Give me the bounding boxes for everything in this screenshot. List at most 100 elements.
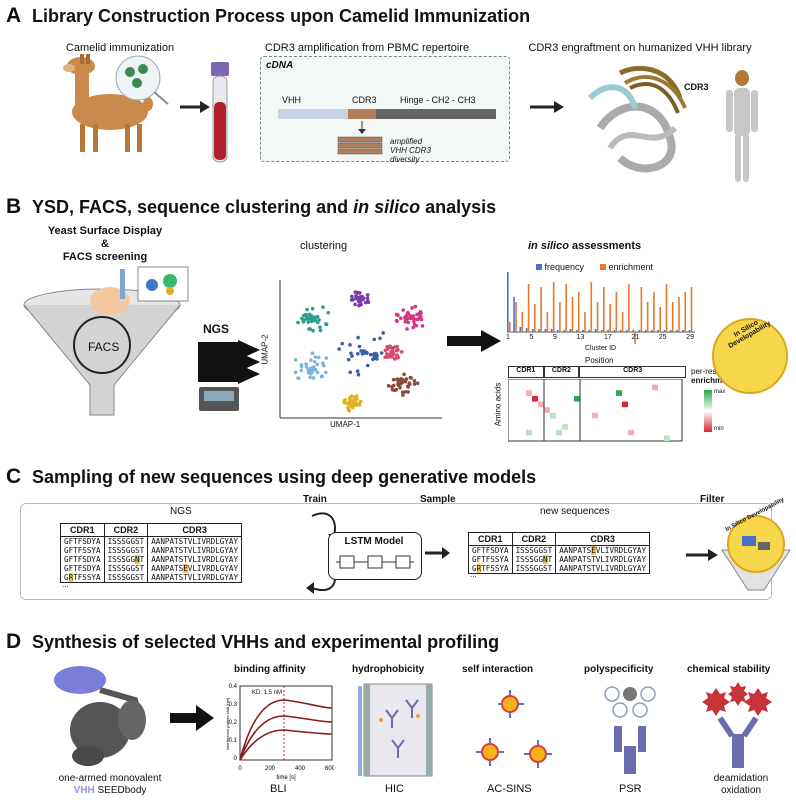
umap-point [310,314,314,318]
enrichment-bar [628,284,630,332]
umap-point [311,376,316,380]
frequency-bar [638,330,641,332]
umap-point [404,377,409,381]
lstm-label: LSTM Model [344,536,404,547]
umap-point [326,310,330,315]
enrichment-bar [527,284,530,332]
umap-point [398,385,402,390]
umap-point [372,337,377,342]
bli-y-tick: 0 [234,756,238,762]
umap-point [392,357,397,361]
umap-point [416,317,420,321]
umap-point [322,363,326,368]
heatmap-cell [622,401,628,408]
frequency-bar [582,330,584,332]
umap-point [400,390,405,395]
ngs-seq-label: NGS [170,506,192,517]
enrichment-bar [565,284,567,332]
frequency-bar [532,329,534,332]
enrichment-bar [609,304,611,332]
filter-funnel-badge [721,515,791,591]
umap-point [359,302,363,307]
oxidation-label: oxidation [720,785,762,796]
umap-point [310,351,315,356]
frequency-bar [569,329,572,332]
umap-point [386,383,391,388]
chemical-stability-label: chemical stability [687,664,771,675]
deamidation-label: deamidation [713,773,769,784]
hydrophobicity-label: hydrophobicity [352,664,425,675]
umap-point [311,328,315,333]
umap-point [345,401,350,406]
umap-y-label: UMAP-2 [260,334,270,365]
umap-point [315,370,320,375]
umap-point [340,341,344,346]
umap-point [357,344,362,349]
umap-point [351,297,355,302]
section-a-letter: A [6,4,22,27]
frequency-bar [607,330,609,332]
umap-point [348,370,353,375]
umap-point [321,305,325,309]
ngs-arrows [198,340,260,384]
enrichment-bar [678,297,680,332]
umap-x-label: UMAP-1 [330,420,361,429]
umap-point [411,325,416,330]
heatmap-cell [628,429,634,436]
frequency-bar [563,330,565,332]
enrichment-bar [621,312,624,332]
umap-point [296,376,301,381]
ngs-cdr1-header: CDR1 [60,523,105,537]
umap-point [403,316,407,320]
self-interaction-label: self interaction [462,664,534,675]
frequency-bar [669,330,672,332]
seedbody-structure [54,666,146,766]
ngs-cdr2-cell: ISSSGGST [103,536,149,546]
umap-point [306,370,311,375]
umap-point [418,314,422,319]
frequency-bar [601,330,603,332]
arrow-a1 [180,101,210,113]
heatmap-cell [592,412,598,419]
ngs-cdr1-cell: GFTFSDYA [60,564,105,573]
heatmap-cell [556,429,562,436]
frequency-bar [550,329,553,332]
frequency-bar [538,329,540,332]
cluster-tick: 1 [506,334,510,341]
umap-point [309,319,314,324]
bli-label: BLI [270,783,287,795]
ngs-cdr2-cell: ISSSGGST [103,573,149,583]
umap-point [394,312,399,317]
heatmap-cdr1: CDR1 [508,366,544,378]
umap-point [353,290,358,294]
arrow-a2 [530,101,564,113]
heatmap-cell [664,435,670,441]
new-cdr1-cell: GFTFSSYA [468,555,513,564]
umap-point [305,307,309,312]
bli-x-tick: 200 [265,766,276,772]
ngs-cdr3-header: CDR3 [147,523,243,537]
frequency-bar [575,330,578,332]
binding-affinity-label: binding affinity [234,664,306,675]
min-label: min [714,426,724,432]
enrichment-bar [552,282,555,332]
heatmap-cell [550,412,556,419]
frequency-bar [513,297,515,332]
section-b-letter: B [6,195,22,218]
arrow-c [686,549,718,561]
section-d-title: Synthesis of selected VHHs and experimen… [32,632,500,652]
amplified-line-3: diversity [390,155,420,164]
ngs-cdr1-cell: GRTFSSYA [60,573,105,583]
new-sequences-label: new sequences [540,506,610,517]
heatmap-legend: per-residue enrichment [691,367,734,385]
umap-point [356,291,361,295]
ngs-cdr2-cell: ISSSGGNT [103,555,149,564]
ngs-cdr1-cell: GFTFSSYA [60,546,105,555]
umap-point [402,372,406,377]
enrichment-bar [640,287,643,332]
new-cdr3-header: CDR3 [555,532,651,546]
frequency-bar [657,330,659,332]
umap-point [347,396,352,401]
bli-y-tick: 0.2 [229,720,238,726]
